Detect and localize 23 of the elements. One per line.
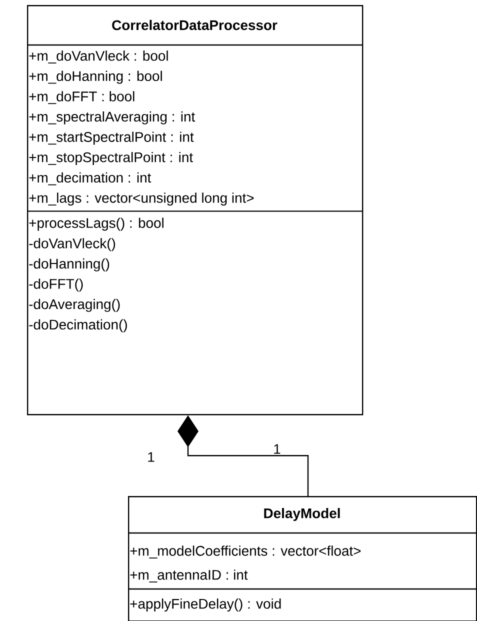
class-name: DelayModel	[264, 508, 340, 521]
attribute-text: +m_antennaID : int	[130, 570, 248, 582]
method-text: +applyFineDelay() : void	[130, 598, 281, 612]
method-text: -doHanning()	[29, 258, 110, 272]
attribute-text: +m_lags : vector<unsigned long int>	[29, 192, 254, 206]
method-text: -doAveraging()	[29, 298, 120, 312]
attribute-text: +m_modelCoefficients : vector<float>	[130, 546, 361, 558]
attribute-text: +m_decimation : int	[29, 172, 152, 186]
attribute-text: +m_stopSpectralPoint : int	[29, 152, 193, 165]
method-text: +processLags() : bool	[29, 218, 164, 231]
class-box	[27, 5, 364, 416]
method-text: -doVanVleck()	[29, 238, 116, 252]
method-text: -doFFT()	[29, 278, 83, 292]
class-box	[128, 496, 477, 621]
multiplicity-label: 1	[148, 452, 154, 462]
attribute-text: +m_spectralAveraging : int	[29, 111, 196, 124]
method-text: -doDecimation()	[29, 319, 127, 332]
attribute-text: +m_startSpectralPoint : int	[29, 132, 194, 145]
multiplicity-label: 1	[274, 444, 280, 454]
attribute-text: +m_doFFT : bool	[29, 91, 134, 104]
attribute-text: +m_doVanVleck : bool	[29, 50, 168, 64]
attribute-text: +m_doHanning : bool	[29, 70, 162, 84]
class-name: CorrelatorDataProcessor	[112, 20, 278, 30]
